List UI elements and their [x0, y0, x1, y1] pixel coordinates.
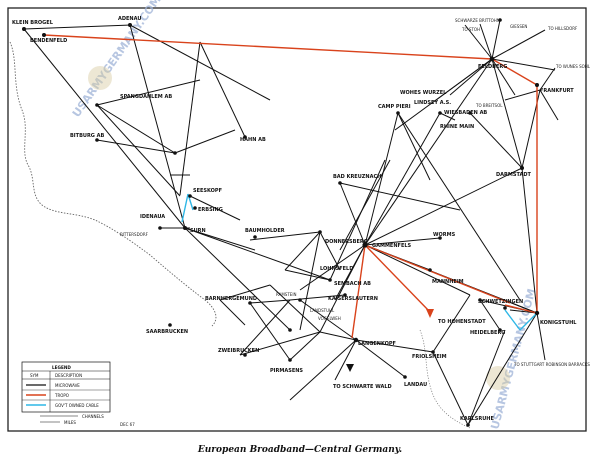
site-label: PIRMASENS	[270, 368, 303, 374]
site-label: BAUMHOLDER	[245, 228, 285, 234]
legend-item-microwave: MICROWAVE	[55, 383, 80, 388]
site-label: TO HOHENSTADT	[438, 319, 486, 325]
legend-channels-label: CHANNELS	[82, 414, 104, 419]
site-label: LOHNSFELD	[320, 266, 353, 272]
site-label: BITTERSDORF	[120, 232, 149, 237]
site-label: TO SCHWARTE WALD	[333, 384, 392, 390]
site-label: VOGELWEH	[318, 316, 341, 321]
site-label: LANGENKOPF	[358, 341, 396, 347]
legend-title: LEGEND	[52, 365, 71, 370]
arrow-to-schwarte-wald	[346, 364, 354, 372]
site-label: SCHWETZINGEN	[478, 299, 523, 305]
site-label: RHINE MAIN	[440, 124, 474, 130]
site-label: SPANGDAHLEM AB	[120, 94, 172, 100]
legend-miles-label: MILES	[64, 420, 76, 425]
site-label: BITBURG AB	[70, 133, 105, 139]
site-label: GAMMENFELS	[372, 243, 412, 249]
site-label: SAARBRUCKEN	[146, 329, 188, 335]
site-label: BENDENFELD	[30, 38, 67, 44]
site-label: FELDBERG	[478, 64, 507, 70]
site-label: LANDSTUHL	[310, 308, 335, 313]
site-label: FRIOLSHEIM	[412, 354, 447, 360]
site-label: ADENAU	[118, 16, 141, 22]
site-label: BARNHERGEMUND	[205, 296, 257, 302]
site-label: LANDAU	[404, 382, 427, 388]
site-label: WOHES WURZEL	[400, 90, 447, 96]
site-label: DARMSTADT	[496, 172, 531, 178]
legend-header-sym: SYM	[30, 373, 39, 378]
watermark-emblem-left	[88, 66, 112, 90]
legend-item-govt-cable: GOV'T OWNED CABLE	[55, 403, 99, 408]
site-label: TO STOH	[461, 27, 480, 32]
site-label: KLEIN BROGEL	[12, 20, 54, 26]
legend: LEGEND SYM DESCRIPTION MICROWAVE TROPO G…	[21, 361, 111, 425]
site-label: KAISERSLAUTERN	[328, 296, 378, 302]
site-label: MANNHEIM	[432, 279, 464, 285]
tropo-links	[43, 34, 538, 339]
site-label: TO WUNES SOHL	[555, 64, 591, 69]
site-label: ERBSING	[198, 207, 223, 213]
site-label: SEMBACH AB	[334, 281, 371, 287]
site-label: CAMP PIERI	[378, 104, 411, 110]
site-markers	[22, 18, 540, 427]
arrow-to-hohenstadt	[426, 309, 434, 318]
site-label: FRANKFURT	[540, 88, 574, 94]
map-caption: European Broadband—Central Germany.	[197, 445, 402, 455]
watermark-emblem-right	[486, 366, 510, 390]
border-river-south	[419, 329, 471, 429]
site-label: WORMS	[433, 232, 456, 238]
site-label: KARLSRUHE	[460, 416, 494, 422]
site-label: TO HILLSDORF	[547, 26, 578, 31]
site-label: RAMSTEIN	[276, 292, 297, 297]
site-label: HEIDELBERG	[470, 330, 505, 336]
site-label: WIESBADEN AB	[444, 110, 487, 116]
site-label: ZWEIBRUCKEN	[218, 348, 259, 354]
site-label: HAHN AB	[240, 137, 266, 143]
site-label: SURN	[190, 228, 206, 234]
site-label: SCHWARZE BRITTOHN	[455, 18, 500, 23]
site-labels: KLEIN BROGEL BENDENFELD ADENAU SCHWARZE …	[12, 16, 591, 422]
site-label: BAD KREUZNACH	[333, 174, 381, 180]
legend-item-tropo: TROPO	[54, 393, 69, 398]
site-label: LINDSEY A.S.	[414, 100, 451, 106]
legend-header-desc: DESCRIPTION	[55, 373, 82, 378]
site-label: DONNERSBERG	[325, 239, 368, 245]
site-label: TO BREITSOL	[475, 103, 503, 108]
date-mark: DEC 67	[120, 422, 135, 427]
site-label: SEESKOPF	[193, 188, 222, 194]
map-frame	[7, 7, 587, 432]
site-label: TO STUTTGART ROBINSON BARRACKS	[513, 362, 590, 367]
site-label: GIESSEN	[510, 24, 527, 29]
site-label: KONIGSTUHL	[540, 320, 577, 326]
site-label: IDENAUA	[140, 214, 165, 220]
legend-box	[21, 361, 111, 413]
